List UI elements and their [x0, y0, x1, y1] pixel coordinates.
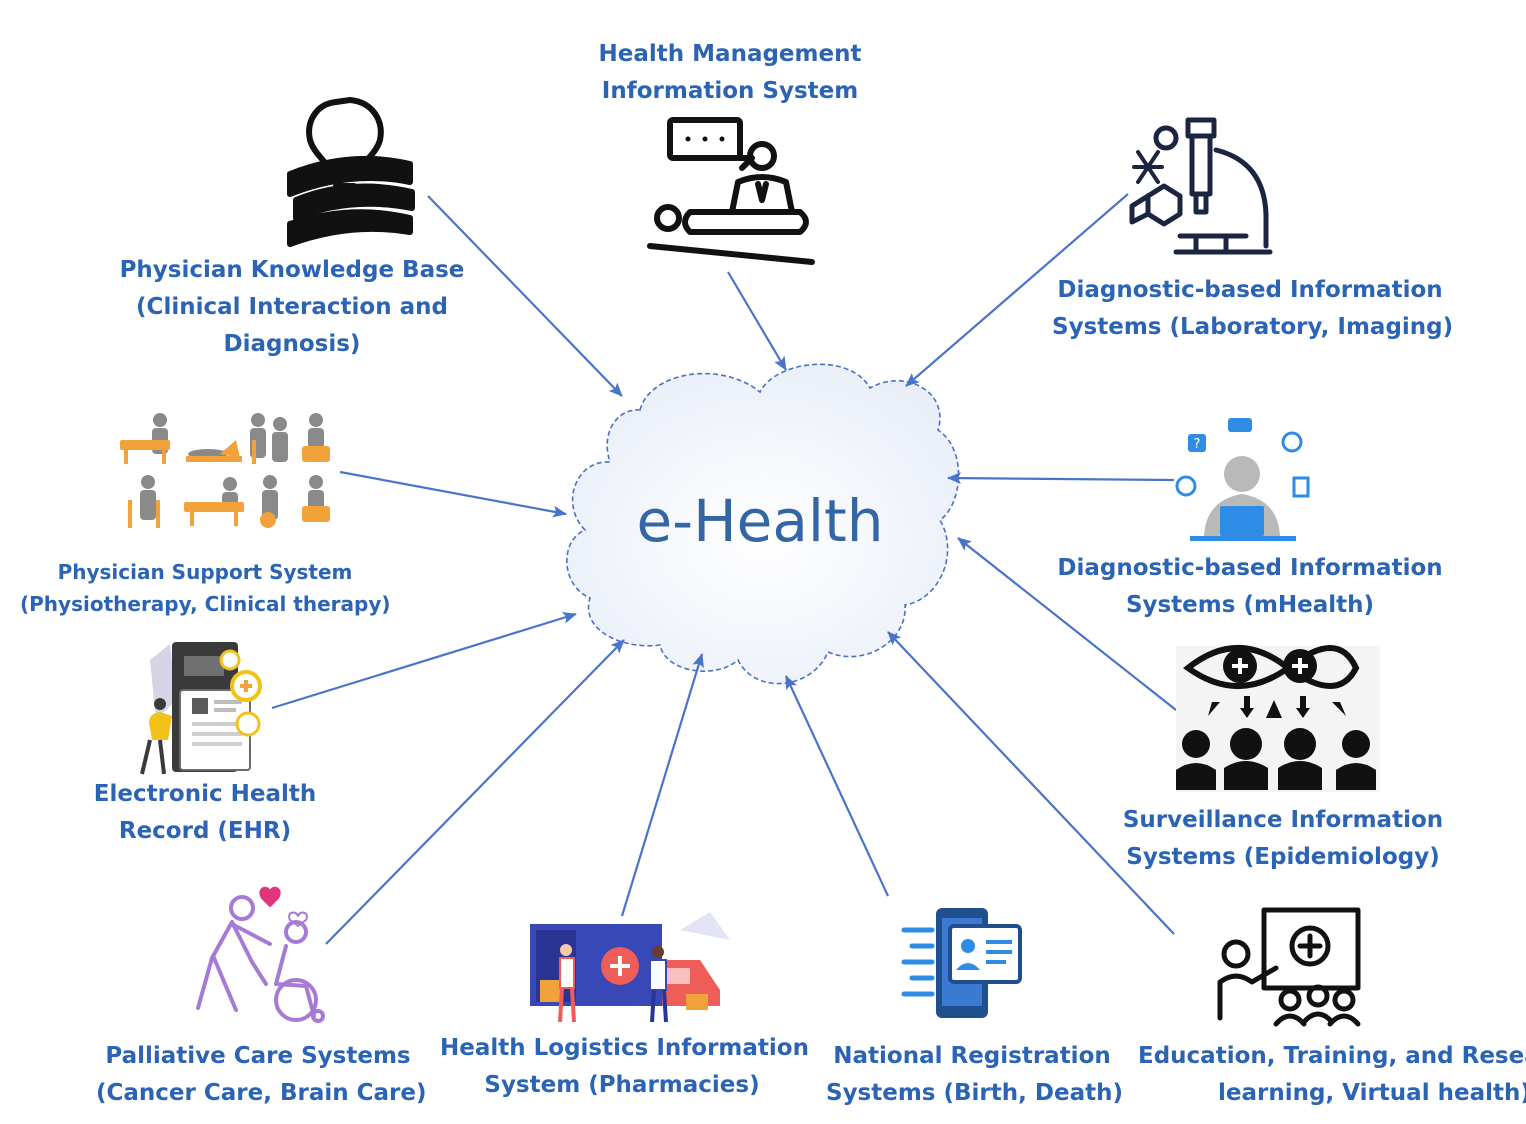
arrow-hmis	[727, 271, 787, 371]
health-record-icon	[140, 642, 262, 775]
arrow-diag-lab	[905, 193, 1129, 387]
arrow-palliative	[325, 639, 625, 945]
e-health-cloud	[566, 363, 960, 685]
label-knowledge: Physician Knowledge Base(Clinical Intera…	[119, 257, 465, 357]
arrow-support	[339, 470, 567, 518]
arrow-ehr	[271, 612, 577, 710]
label-education: Education, Training, and Researc learnin…	[1138, 1043, 1526, 1106]
teaching-board-icon	[1217, 907, 1361, 1027]
wheelchair-care-icon	[196, 886, 325, 1023]
books-lightbulb-icon	[287, 97, 415, 247]
center-title: e-Health	[636, 487, 884, 555]
connector-arrows	[271, 193, 1177, 945]
id-card-tablet-icon	[901, 908, 1022, 1018]
arrow-surveillance	[957, 537, 1177, 711]
arrow-registration	[785, 675, 889, 897]
physiotherapy-icon	[120, 413, 330, 528]
patient-bed-icon	[647, 117, 815, 265]
arrow-education	[887, 631, 1175, 935]
ambulance-pharmacy-icon	[530, 912, 730, 1023]
doctor-laptop-icon: ?	[1175, 418, 1310, 541]
arrow-mhealth	[947, 472, 1175, 485]
svg-text:?: ?	[1194, 437, 1201, 452]
surveillance-eye-icon	[1176, 645, 1380, 792]
label-support: Physician Support System(Physiotherapy, …	[20, 560, 391, 616]
label-palliative: Palliative Care Systems(Cancer Care, Bra…	[96, 1043, 427, 1106]
microscope-icon	[1129, 117, 1273, 255]
arrow-knowledge	[427, 195, 623, 397]
arrow-logistics	[620, 653, 704, 917]
